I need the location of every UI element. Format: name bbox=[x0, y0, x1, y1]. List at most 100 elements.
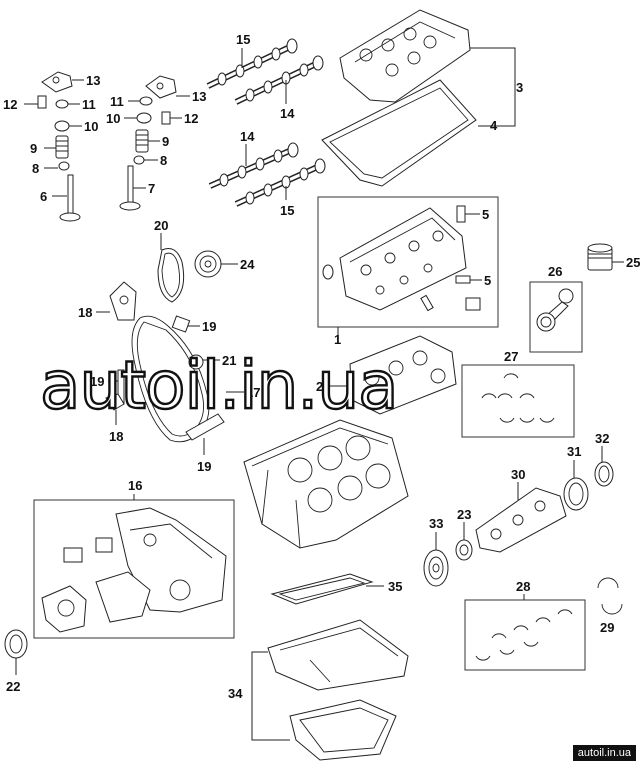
callout-11-right: 11 bbox=[110, 94, 124, 109]
callout-20: 20 bbox=[154, 218, 168, 233]
valve-seal-8-right bbox=[133, 155, 145, 165]
callout-3: 3 bbox=[516, 80, 523, 95]
callout-23: 23 bbox=[457, 507, 471, 522]
callout-14-lower: 14 bbox=[240, 129, 255, 144]
callout-8-right: 8 bbox=[160, 153, 167, 168]
piston-25 bbox=[587, 243, 613, 271]
camshaft-15-lower bbox=[234, 158, 326, 207]
rear-seal-31 bbox=[563, 477, 589, 511]
camshaft-14-lower bbox=[208, 142, 299, 189]
oil-pan-gasket-35 bbox=[270, 573, 374, 605]
callout-26: 26 bbox=[548, 264, 562, 279]
callout-31: 31 bbox=[567, 444, 581, 459]
callout-15-upper: 15 bbox=[236, 32, 250, 47]
callout-33: 33 bbox=[429, 516, 443, 531]
callout-11-left: 11 bbox=[82, 97, 96, 112]
callout-9-left: 9 bbox=[30, 141, 37, 156]
watermark-text: autoil.in.ua bbox=[40, 347, 398, 424]
callout-30: 30 bbox=[511, 467, 525, 482]
rocker-arm-13-left bbox=[41, 71, 73, 93]
valve-seal-8-left bbox=[58, 161, 70, 171]
callout-34: 34 bbox=[228, 686, 243, 701]
lash-adjuster-12-right bbox=[161, 111, 171, 125]
camshaft-14-upper bbox=[234, 55, 324, 105]
rod-bearing-group-box bbox=[461, 364, 575, 438]
engine-block bbox=[243, 419, 409, 549]
connecting-rod-26 bbox=[536, 288, 574, 332]
valve-cover-gasket bbox=[321, 79, 477, 187]
lash-adjuster-12-left bbox=[37, 95, 47, 109]
callout-28: 28 bbox=[516, 579, 530, 594]
callout-10-right: 10 bbox=[106, 111, 120, 126]
connecting-rod-group-box bbox=[529, 281, 583, 353]
main-bearing-group-box bbox=[464, 599, 586, 671]
callout-15-lower: 15 bbox=[280, 203, 294, 218]
callout-35: 35 bbox=[388, 579, 402, 594]
chain-tensioner-18-lower bbox=[105, 393, 125, 411]
water-pump bbox=[41, 585, 87, 633]
cylinder-head bbox=[339, 207, 467, 311]
gasket-square-2 bbox=[95, 537, 113, 553]
callout-32: 32 bbox=[595, 431, 609, 446]
lower-oil-pan bbox=[289, 699, 397, 761]
valve-6 bbox=[59, 174, 81, 222]
valve-spring-9-left bbox=[55, 135, 69, 159]
bolt-5-lower bbox=[455, 275, 471, 284]
callout-24: 24 bbox=[240, 257, 255, 272]
callout-2: 2 bbox=[316, 379, 323, 394]
valve-keeper-11-left bbox=[55, 99, 69, 109]
callout-12-right: 12 bbox=[184, 111, 198, 126]
head-gasket bbox=[349, 335, 457, 415]
callout-4: 4 bbox=[490, 118, 498, 133]
callout-22: 22 bbox=[6, 679, 20, 694]
chain-tensioner-18-upper bbox=[109, 281, 137, 321]
thrust-washer-29 bbox=[597, 577, 623, 615]
callout-19-left: 19 bbox=[90, 374, 104, 389]
chain-guide-19-upper bbox=[171, 315, 191, 333]
callout-21: 21 bbox=[222, 353, 236, 368]
spring-retainer-10-right bbox=[136, 112, 152, 124]
callout-27: 27 bbox=[504, 349, 518, 364]
callout-8-left: 8 bbox=[32, 161, 39, 176]
sprocket-24 bbox=[194, 250, 222, 278]
sprocket-21 bbox=[188, 354, 204, 370]
callout-5-lower: 5 bbox=[484, 273, 491, 288]
chain-guide-19-lower bbox=[185, 413, 225, 441]
crankshaft-30 bbox=[475, 487, 567, 553]
gasket-square-1 bbox=[63, 547, 83, 563]
valve-keeper-11-right bbox=[139, 96, 153, 106]
oil-pump bbox=[95, 571, 151, 623]
crank-sprocket-23 bbox=[455, 539, 473, 561]
callout-1: 1 bbox=[334, 332, 341, 347]
site-badge: autoil.in.ua bbox=[572, 745, 636, 761]
callout-18-lower: 18 bbox=[109, 429, 123, 444]
seal-32 bbox=[594, 461, 614, 487]
cylinder-head-group-box bbox=[317, 196, 499, 328]
valve-spring-9-right bbox=[135, 129, 149, 153]
callout-6: 6 bbox=[40, 189, 47, 204]
callout-19-lower: 19 bbox=[197, 459, 211, 474]
callout-13-right: 13 bbox=[192, 89, 206, 104]
valve-7 bbox=[119, 165, 141, 211]
valve-cover bbox=[339, 9, 471, 103]
callout-16: 16 bbox=[128, 478, 142, 493]
callout-29: 29 bbox=[600, 620, 614, 635]
head-plug bbox=[465, 297, 481, 311]
head-seal bbox=[322, 264, 334, 280]
bolt-5-upper bbox=[456, 205, 466, 223]
callout-7: 7 bbox=[148, 181, 155, 196]
callout-17: 17 bbox=[246, 385, 260, 400]
head-dowel bbox=[420, 294, 434, 312]
callout-25: 25 bbox=[626, 255, 640, 270]
callout-14-upper: 14 bbox=[280, 106, 295, 121]
spring-retainer-10-left bbox=[54, 120, 70, 132]
rocker-arm-13-right bbox=[145, 75, 177, 99]
callout-13-left: 13 bbox=[86, 73, 100, 88]
callout-19-upper: 19 bbox=[202, 319, 216, 334]
callout-12-left: 12 bbox=[3, 97, 17, 112]
camshaft-15-upper bbox=[206, 38, 298, 89]
front-seal-22 bbox=[4, 629, 28, 659]
upper-oil-pan bbox=[267, 619, 409, 691]
callout-10-left: 10 bbox=[84, 119, 98, 134]
